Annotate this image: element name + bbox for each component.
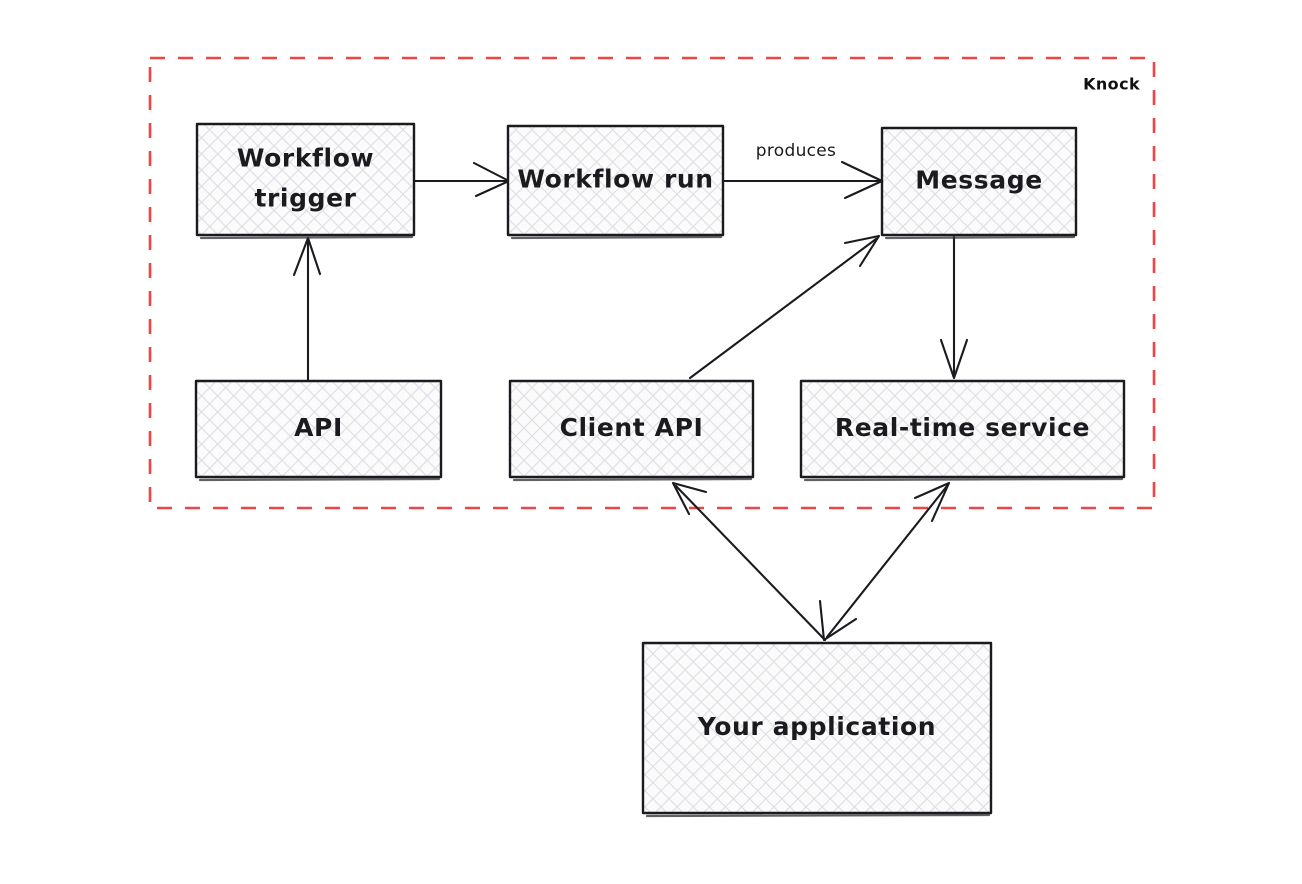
edge-workflow-run-to-message: produces xyxy=(722,141,884,200)
node-label: Client API xyxy=(560,413,704,442)
edge-client-api-to-message xyxy=(688,234,881,380)
node-label-line2: trigger xyxy=(254,184,356,213)
node-label: Workflow run xyxy=(517,165,713,194)
edge-real-time-service-to-your-application xyxy=(818,481,951,642)
node-label: Real-time service xyxy=(835,413,1090,442)
node-workflow-trigger[interactable]: Workflow trigger xyxy=(195,122,416,240)
knock-boundary: Knock xyxy=(148,56,1156,510)
node-box xyxy=(506,124,725,237)
edge-message-to-real-time-service xyxy=(939,235,969,380)
node-message[interactable]: Message xyxy=(880,126,1078,240)
node-label: Your application xyxy=(697,712,936,741)
edge-api-to-workflow-trigger xyxy=(292,236,322,382)
node-box xyxy=(799,379,1126,479)
node-box-sketch-edge xyxy=(198,477,441,482)
node-box-sketch-edge xyxy=(884,235,1076,240)
edge-workflow-trigger-to-workflow-run xyxy=(413,161,511,198)
node-label: API xyxy=(294,413,343,442)
node-box xyxy=(195,122,416,237)
node-your-application[interactable]: Your application xyxy=(641,641,993,818)
node-box xyxy=(508,379,755,479)
node-workflow-run[interactable]: Workflow run xyxy=(506,124,725,240)
node-label: Workflow xyxy=(237,144,374,173)
node-box xyxy=(880,126,1078,237)
knock-boundary-label: Knock xyxy=(1083,75,1140,94)
node-box xyxy=(194,379,443,479)
edge-your-application-to-client-api xyxy=(671,481,827,642)
node-box-sketch-edge xyxy=(510,235,723,240)
node-api[interactable]: API xyxy=(194,379,443,482)
edge-label-produces: produces xyxy=(756,141,836,161)
node-box xyxy=(641,641,993,815)
node-box-sketch-edge xyxy=(199,235,414,240)
node-real-time-service[interactable]: Real-time service xyxy=(799,379,1126,482)
node-client-api[interactable]: Client API xyxy=(508,379,755,482)
node-label: Message xyxy=(915,166,1043,195)
node-box-sketch-edge xyxy=(512,477,753,482)
node-box-sketch-edge xyxy=(645,813,991,818)
node-box-sketch-edge xyxy=(803,477,1124,482)
